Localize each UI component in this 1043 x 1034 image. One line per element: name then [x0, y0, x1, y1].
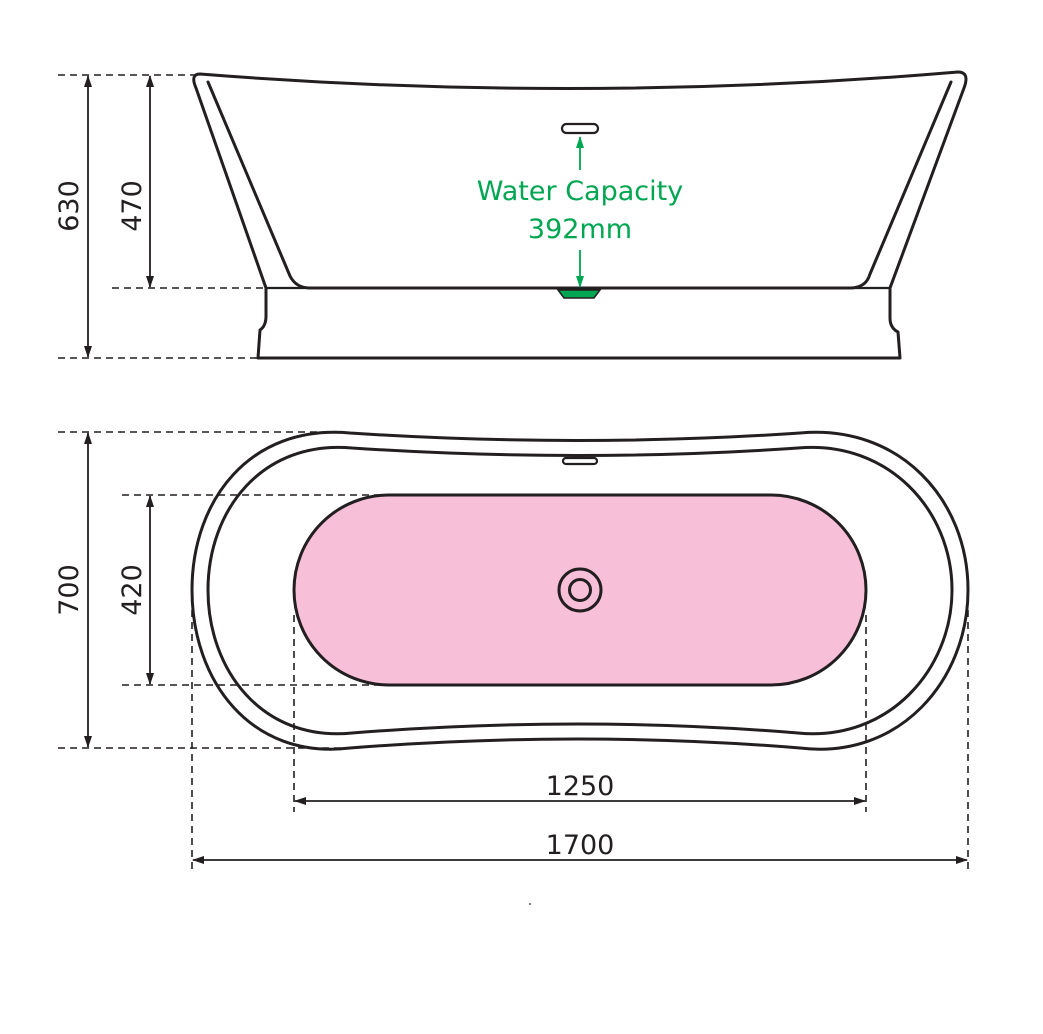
- water-capacity-value: 392mm: [528, 214, 632, 245]
- side-view: 630 470 Water Capacity 392mm: [54, 70, 968, 360]
- overflow-icon: [561, 456, 599, 466]
- dim-label-overall-height: 630: [54, 180, 85, 232]
- dim-label-overall-width: 700: [54, 564, 85, 616]
- tub-top-inner-rim: [206, 445, 954, 736]
- tub-top-outer-rim: [190, 430, 970, 751]
- drain-icon: [557, 567, 603, 613]
- waste-outlet-side: [556, 289, 602, 299]
- water-capacity-label: Water Capacity: [477, 176, 683, 207]
- stray-dot: [529, 903, 531, 905]
- dim-label-inner-depth: 470: [117, 180, 148, 232]
- top-view: 700 420 1250 1700: [54, 430, 970, 872]
- tub-basin-floor: [292, 493, 868, 687]
- dim-label-inner-length: 1250: [546, 771, 615, 802]
- overflow-icon: [560, 122, 600, 135]
- dim-label-inner-width: 420: [117, 564, 148, 616]
- dim-label-overall-length: 1700: [546, 830, 615, 861]
- tub-side-outer-shell: [192, 70, 968, 360]
